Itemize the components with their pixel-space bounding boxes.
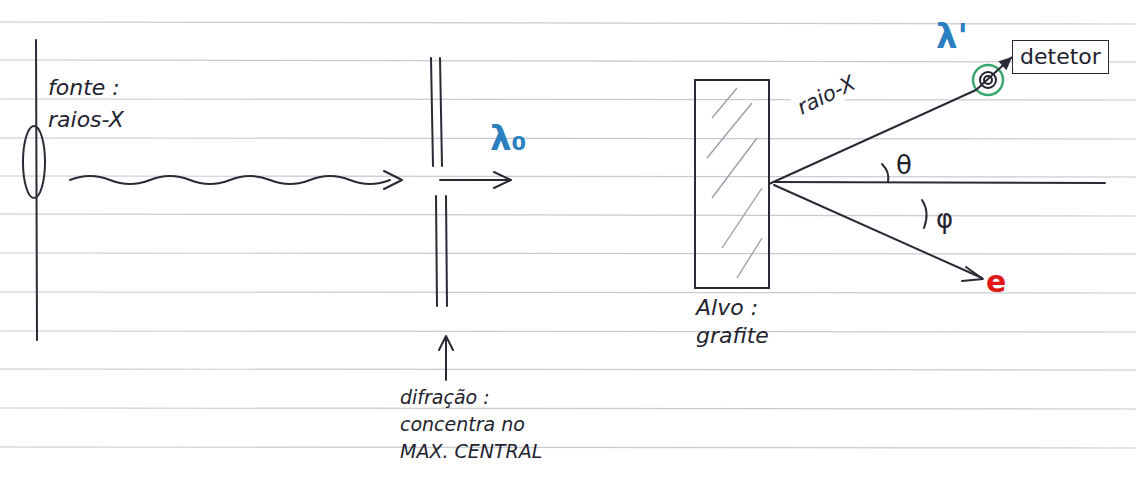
target-label: Alvo : grafite: [696, 294, 816, 350]
x-ray-wave: [70, 176, 390, 184]
electron-arrowhead: [962, 267, 983, 281]
slit-plate: [446, 196, 447, 306]
target-block: Alvo : grafite: [692, 78, 867, 350]
electron-label: e: [986, 264, 1006, 299]
target-hatching: [707, 103, 752, 158]
detector-box: detetor: [1012, 40, 1109, 74]
phi-arc: [922, 200, 927, 228]
arrowhead: [998, 57, 1012, 70]
beam-arrowhead: [494, 172, 511, 188]
source-label: fonte : raios-X: [48, 72, 158, 136]
slit-plate: [440, 58, 442, 166]
wave-arrowhead: [384, 171, 402, 189]
pointer-arrow: [445, 338, 447, 380]
connector-line: [769, 57, 1012, 184]
pointer-arrowhead: [439, 336, 453, 350]
target-hatching: [737, 238, 762, 278]
electron-path: [774, 185, 982, 278]
target-hatching: [712, 138, 757, 198]
angle-label: φ: [936, 204, 953, 234]
x-ray-connector: [769, 57, 1012, 184]
axis-line: [774, 182, 1105, 183]
theta-arc: [882, 164, 888, 182]
wavelength-label: λ': [936, 16, 968, 56]
slit-plate: [436, 196, 437, 306]
target-hatching: [722, 188, 762, 248]
ruled-lines: [0, 22, 1136, 448]
source-lamp: [23, 126, 45, 198]
target-outline: [695, 80, 769, 288]
wavelength-label: λ₀: [490, 118, 526, 158]
graphite-target: [692, 78, 772, 292]
target-hatching: [712, 88, 737, 118]
diffraction-note: difração : concentra no MAX. CENTRAL: [400, 384, 552, 465]
angle-label: θ: [896, 150, 912, 180]
source-stand: [36, 40, 37, 340]
slit-plate: [431, 58, 433, 166]
detector-label: detetor: [1020, 43, 1101, 71]
edge-label: raio-X: [791, 70, 862, 121]
beam-arrow: [440, 179, 510, 181]
